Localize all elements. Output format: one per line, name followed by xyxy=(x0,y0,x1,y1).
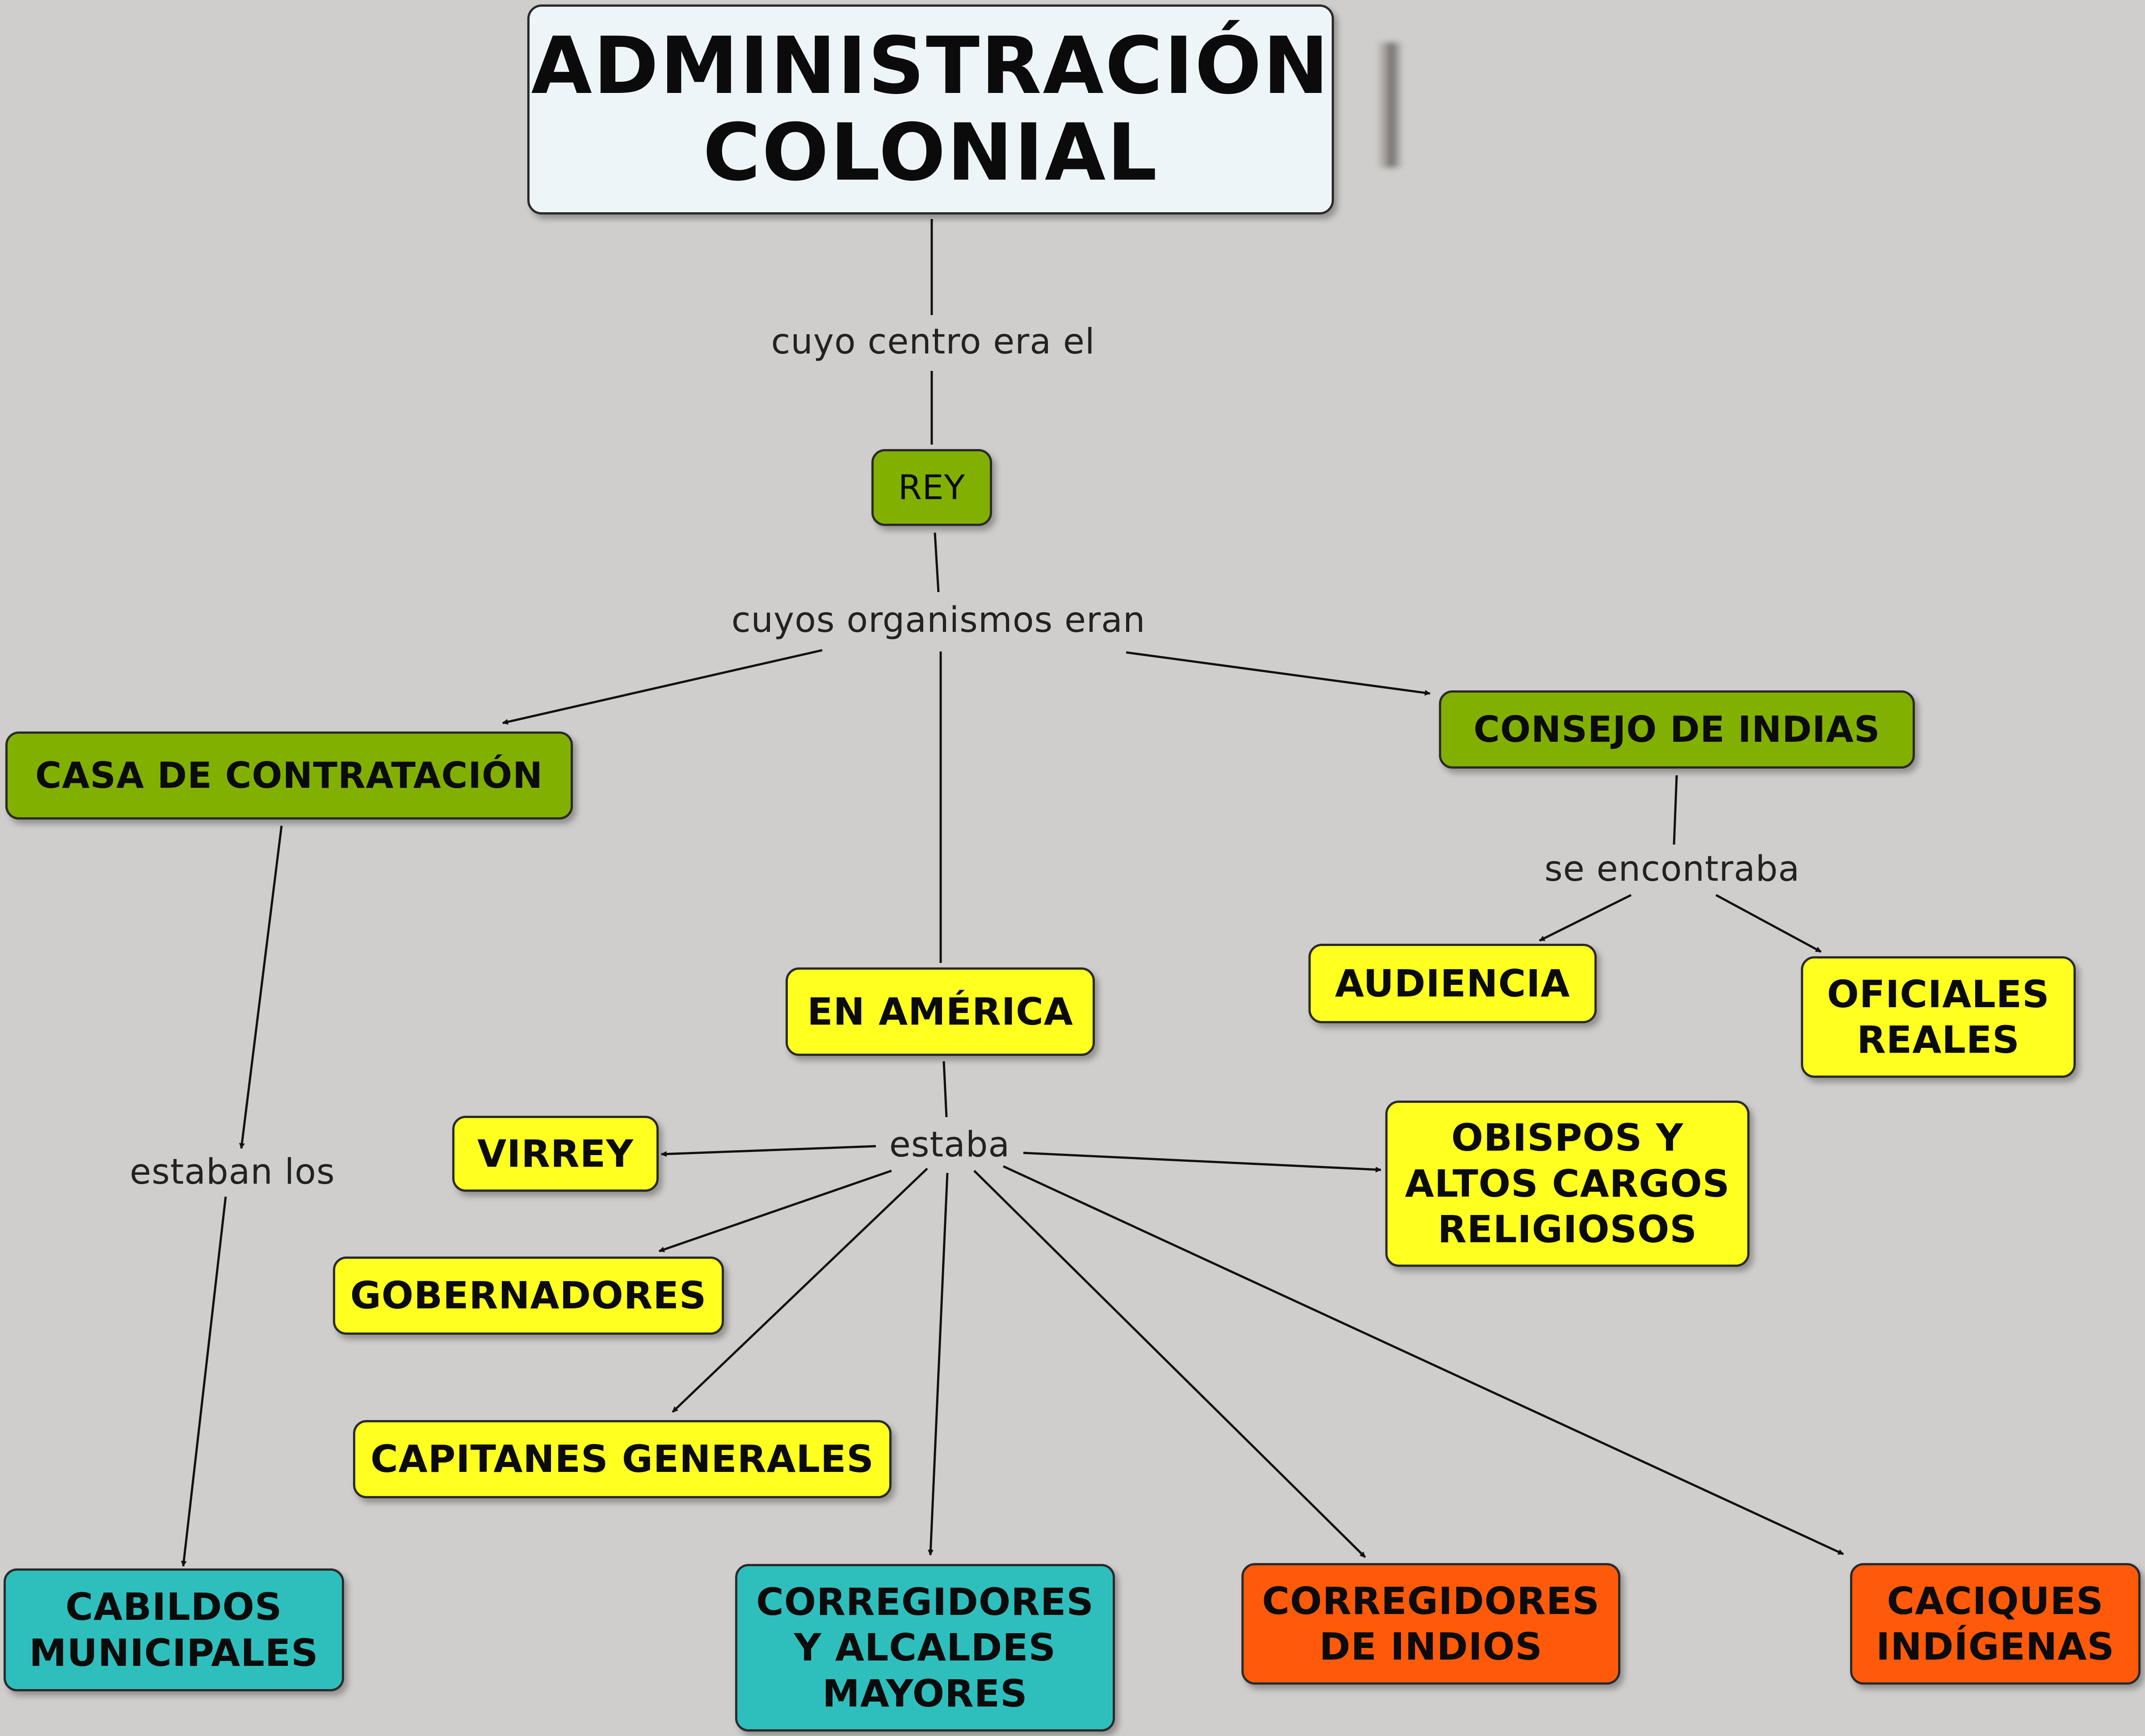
link-label-estaba: estaba xyxy=(884,1125,1015,1165)
connector-to-gobernadores xyxy=(658,1169,892,1253)
title-line-2: COLONIAL xyxy=(702,107,1159,198)
en-america-node: EN AMÉRICA xyxy=(786,967,1095,1056)
corregidores-indios-node: CORREGIDORES DE INDIOS xyxy=(1241,1563,1620,1685)
capitanes-generales-node: CAPITANES GENERALES xyxy=(353,1420,892,1498)
link-label-cuyos-organismos: cuyos organismos eran xyxy=(727,600,1150,640)
connector-to-corregidores-alcaldes xyxy=(928,1173,949,1556)
connector-to-virrey xyxy=(660,1145,876,1157)
caciques-indigenas-node: CACIQUES INDÍGENAS xyxy=(1850,1563,2141,1685)
corregidores-alcaldes-node: CORREGIDORES Y ALCALDES MAYORES xyxy=(735,1564,1115,1732)
virrey-node: VIRREY xyxy=(452,1116,659,1192)
connector-consejo-to-link xyxy=(1673,775,1678,845)
link-label-se-encontraba: se encontraba xyxy=(1540,849,1804,889)
consejo-indias-node: CONSEJO DE INDIAS xyxy=(1439,690,1915,769)
cabildos-municipales-node: CABILDOS MUNICIPALES xyxy=(4,1568,344,1691)
connector-to-capitanes xyxy=(672,1168,928,1413)
obispos-node: OBISPOS Y ALTOS CARGOS RELIGIOSOS xyxy=(1385,1101,1750,1267)
scan-smudge xyxy=(1376,42,1403,168)
connector-rey-to-link xyxy=(934,532,940,593)
title-node: ADMINISTRACIÓN COLONIAL xyxy=(527,4,1334,214)
oficiales-reales-node: OFICIALES REALES xyxy=(1801,956,2076,1078)
connector-to-audiencia xyxy=(1539,894,1632,942)
audiencia-node: AUDIENCIA xyxy=(1308,944,1597,1023)
connector-to-casa xyxy=(502,649,823,725)
rey-node: REY xyxy=(871,449,992,526)
connector-to-caciques xyxy=(1002,1165,1844,1555)
connector-to-obispos xyxy=(1023,1152,1382,1173)
connector-to-corregidores-indios xyxy=(973,1170,1366,1558)
connector-america-to-link xyxy=(942,1061,948,1118)
connector-to-consejo xyxy=(1126,651,1431,696)
link-label-estaban-los: estaban los xyxy=(125,1152,340,1192)
gobernadores-node: GOBERNADORES xyxy=(333,1257,724,1335)
connector-to-oficiales xyxy=(1715,894,1822,953)
connector-casa-to-link xyxy=(239,825,283,1149)
link-label-cuyo-centro: cuyo centro era el xyxy=(766,322,1100,362)
connector-link-to-cabildos xyxy=(181,1196,227,1567)
casa-contratacion-node: CASA DE CONTRATACIÓN xyxy=(5,731,573,820)
title-line-1: ADMINISTRACIÓN xyxy=(531,20,1330,112)
